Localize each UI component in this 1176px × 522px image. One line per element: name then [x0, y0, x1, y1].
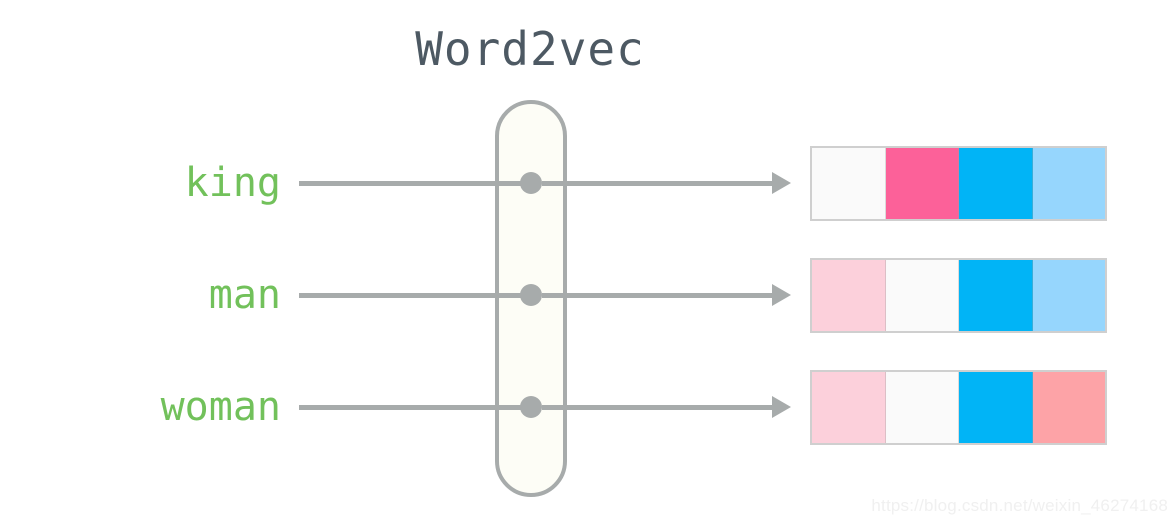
connector-line-out-woman	[542, 405, 774, 410]
node-dot-man	[520, 284, 542, 306]
cell-man-3	[959, 260, 1033, 331]
cell-woman-3	[959, 372, 1033, 443]
cell-king-1	[812, 148, 886, 219]
connector-line-in-woman	[299, 405, 529, 410]
arrow-head-icon-woman	[772, 396, 791, 418]
embedding-bar-woman	[810, 370, 1107, 445]
cell-man-4	[1032, 260, 1105, 331]
cell-king-2	[885, 148, 959, 219]
page-title: Word2vec	[415, 22, 645, 76]
cell-king-3	[959, 148, 1033, 219]
node-dot-woman	[520, 396, 542, 418]
cell-man-2	[885, 260, 959, 331]
cell-king-4	[1032, 148, 1105, 219]
word2vec-model-capsule	[495, 100, 567, 497]
word-label-man: man	[208, 272, 281, 318]
embedding-bar-man	[810, 258, 1107, 333]
cell-woman-1	[812, 372, 886, 443]
node-dot-king	[520, 172, 542, 194]
embedding-bar-king	[810, 146, 1107, 221]
connector-line-in-man	[299, 293, 529, 298]
arrow-head-icon-man	[772, 284, 791, 306]
connector-line-in-king	[299, 181, 529, 186]
word-label-king: king	[184, 160, 281, 206]
cell-man-1	[812, 260, 886, 331]
watermark-text: https://blog.csdn.net/weixin_46274168	[871, 496, 1168, 515]
cell-woman-4	[1032, 372, 1105, 443]
arrow-head-icon-king	[772, 172, 791, 194]
word-label-woman: woman	[160, 384, 281, 430]
cell-woman-2	[885, 372, 959, 443]
connector-line-out-king	[542, 181, 774, 186]
connector-line-out-man	[542, 293, 774, 298]
